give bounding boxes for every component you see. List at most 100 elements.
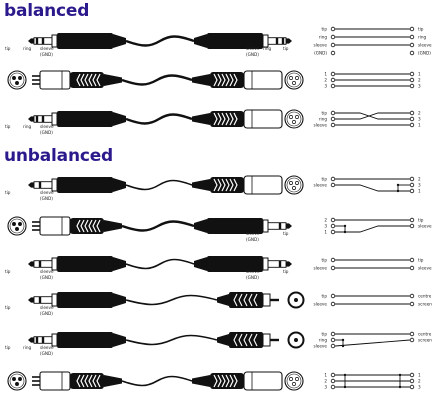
plug-insulator-band	[38, 260, 42, 268]
wiring-terminal	[409, 176, 415, 182]
rca-rib	[238, 333, 243, 347]
connector-rib	[217, 178, 222, 192]
plug-body	[57, 111, 113, 127]
xlr-pin	[32, 225, 40, 227]
contact-label-left: (GND)	[40, 311, 53, 316]
rca-body	[229, 292, 263, 308]
plug-tip	[28, 116, 34, 122]
xlr-face-pin	[18, 377, 22, 381]
rca-body	[229, 332, 263, 348]
xlr-shell	[243, 371, 283, 391]
contact-label-right: ring	[263, 46, 272, 51]
plug-insulator-band	[38, 296, 42, 304]
wiring-terminal	[330, 176, 336, 182]
xlr-face-pin	[292, 382, 296, 386]
wiring-label-right: sleeve	[418, 266, 432, 271]
wiring-terminal	[330, 77, 336, 83]
plug-shaft	[267, 222, 287, 230]
wiring-label-right: ring	[418, 35, 427, 40]
xlr-boot	[104, 74, 122, 86]
wiring-label-left: 3	[324, 385, 327, 390]
xlr-face-pin	[295, 181, 299, 185]
wiring-label-right: 2	[418, 111, 421, 116]
plug-insulator-band	[278, 222, 282, 230]
contact-label-left: sleeve	[40, 269, 54, 274]
connector-rib	[92, 374, 97, 388]
rca-rib	[238, 293, 243, 307]
wire	[335, 225, 410, 233]
wiring-terminal	[330, 42, 336, 48]
plug-insulator-band	[281, 37, 285, 45]
wiring-terminal	[409, 337, 415, 343]
plug-body	[207, 218, 263, 234]
wiring-label-left: ring	[319, 338, 328, 343]
wire-junction	[398, 373, 402, 377]
wiring-label-left: tip	[322, 294, 328, 299]
connector-rib	[229, 73, 234, 87]
wire-junction	[398, 385, 402, 389]
rca-shield	[262, 333, 271, 347]
xlr-male-face	[7, 371, 27, 391]
connector-rib	[221, 112, 226, 126]
xlr-face-pin	[289, 76, 293, 80]
wiring-label-right: 2	[418, 177, 421, 182]
contact-label-right: tip	[283, 269, 289, 274]
connector-rib	[229, 178, 234, 192]
connector-body	[210, 72, 244, 88]
wiring-label-right: 2	[418, 78, 421, 83]
plug-tip	[286, 261, 292, 267]
wiring-terminal	[409, 83, 415, 89]
xlr-pin	[32, 376, 40, 378]
xlr-boot	[104, 375, 122, 387]
xlr-face-pin	[289, 181, 293, 185]
plug-boot	[113, 333, 126, 347]
cable	[121, 220, 195, 232]
plug-body	[57, 177, 113, 193]
connector-rib	[233, 178, 238, 192]
wiring-terminal	[409, 384, 415, 390]
xlr-pin	[32, 75, 40, 77]
wiring-label-left: 1	[324, 373, 327, 378]
xlr-face-pin	[15, 382, 19, 386]
wiring-terminal	[330, 301, 336, 307]
rca-face-pin	[294, 338, 298, 342]
wiring-label-left: sleeve	[313, 266, 327, 271]
rca-rib	[248, 333, 253, 347]
plug-shaft	[33, 260, 53, 268]
rca-face-pin	[294, 298, 298, 302]
wiring-label-right: sleeve	[418, 224, 432, 229]
plug-tip	[28, 261, 34, 267]
connector-rib	[84, 73, 89, 87]
wiring-label-left: sleeve	[313, 344, 327, 349]
contact-label-left: tip	[5, 269, 11, 274]
connector-rib	[213, 73, 218, 87]
contact-label-left: sleeve	[40, 345, 54, 350]
rca-pin	[269, 298, 279, 302]
rca-rib	[253, 293, 258, 307]
section-title-balanced: balanced	[4, 1, 90, 21]
wiring-label-left: (GND)	[314, 51, 327, 56]
plug-insulator-band	[35, 37, 39, 45]
xlr-boot	[192, 113, 210, 125]
plug-body	[57, 256, 113, 272]
wiring-terminal	[330, 182, 336, 188]
wiring-label-left: 3	[324, 224, 327, 229]
wiring-label-right: centre	[418, 332, 432, 337]
wiring-terminal	[330, 372, 336, 378]
wiring-label-left: sleeve	[313, 43, 327, 48]
contact-label-left: sleeve	[40, 190, 54, 195]
connector-body	[70, 72, 104, 88]
wiring-terminal	[409, 110, 415, 116]
plug-collar	[262, 219, 269, 233]
connector-rib	[225, 178, 230, 192]
rca-rib	[243, 293, 248, 307]
contact-label-right: (GND)	[246, 237, 259, 242]
plug-insulator-band	[38, 181, 42, 189]
wiring-terminal	[330, 110, 336, 116]
wiring-label-right: tip	[418, 27, 424, 32]
